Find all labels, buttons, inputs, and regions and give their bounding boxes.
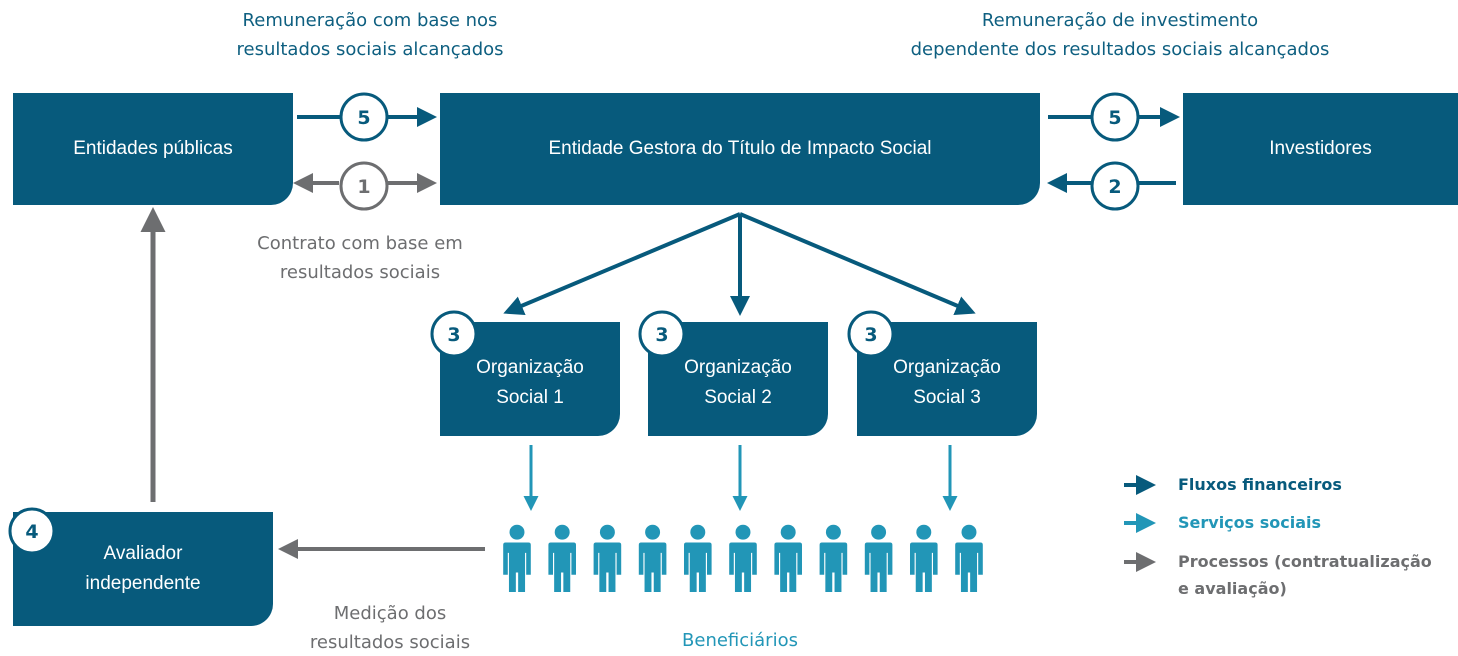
legend-services-label: Serviços sociais bbox=[1178, 513, 1322, 532]
investors-label: Investidores bbox=[1269, 138, 1372, 159]
social-org-2-box: Organização Social 2 bbox=[648, 322, 828, 436]
caption-measurement-line2: resultados sociais bbox=[309, 632, 471, 653]
social-org-1-label-line2: Social 1 bbox=[496, 387, 564, 408]
step-1-contract-badge: 1 bbox=[339, 161, 389, 211]
caption-measurement-line1: Medição dos bbox=[333, 603, 447, 624]
caption-remuneration-investment: Remuneração de investimento dependente d… bbox=[850, 6, 1390, 64]
legend-financial-label: Fluxos financeiros bbox=[1178, 475, 1342, 494]
social-org-2-label-line1: Organização bbox=[684, 357, 792, 378]
step-5-investors-badge: 5 bbox=[1090, 92, 1140, 142]
caption-contract-line1: Contrato com base em bbox=[257, 233, 463, 254]
arrow-to-org1 bbox=[503, 212, 741, 316]
beneficiary-person-icon bbox=[593, 524, 622, 592]
beneficiary-person-icon bbox=[548, 524, 576, 592]
caption-measurement: Medição dos resultados sociais bbox=[275, 599, 505, 656]
step-2-invest-badge: 2 bbox=[1090, 161, 1140, 211]
beneficiary-person-icon bbox=[819, 524, 848, 592]
social-org-1-box: Organização Social 1 bbox=[440, 322, 620, 436]
caption-remuneration-results: Remuneração com base nos resultados soci… bbox=[205, 6, 535, 64]
social-org-3-box: Organização Social 3 bbox=[857, 322, 1037, 436]
beneficiary-person-icon bbox=[910, 524, 938, 592]
investors-box: Investidores bbox=[1183, 93, 1458, 205]
social-org-3-label-line2: Social 3 bbox=[913, 387, 981, 408]
caption-remuneration-results-line2: resultados sociais alcançados bbox=[236, 39, 504, 60]
social-org-1-label-line1: Organização bbox=[476, 357, 584, 378]
legend-process-label-line2: e avaliação) bbox=[1178, 579, 1287, 598]
management-entity-label: Entidade Gestora do Título de Impacto So… bbox=[548, 138, 932, 159]
svg-text:2: 2 bbox=[1108, 176, 1121, 198]
svg-text:5: 5 bbox=[1108, 107, 1121, 129]
beneficiary-person-icon bbox=[684, 524, 712, 592]
management-entity-box: Entidade Gestora do Título de Impacto So… bbox=[440, 93, 1040, 205]
beneficiary-person-icon bbox=[774, 524, 802, 592]
public-entities-label: Entidades públicas bbox=[73, 138, 233, 159]
caption-remuneration-investment-line1: Remuneração de investimento bbox=[981, 10, 1259, 31]
beneficiary-person-icon bbox=[955, 524, 983, 592]
legend-process-label: Processos (contratualização bbox=[1178, 552, 1432, 571]
caption-remuneration-investment-line2: dependente dos resultados sociais alcanç… bbox=[910, 39, 1330, 60]
step-5-public-badge: 5 bbox=[339, 92, 389, 142]
evaluator-label-line2: independente bbox=[85, 573, 201, 594]
beneficiary-person-icon bbox=[638, 524, 667, 592]
svg-text:1: 1 bbox=[357, 176, 370, 198]
caption-contract: Contrato com base em resultados sociais bbox=[225, 229, 495, 287]
social-org-2-label-line2: Social 2 bbox=[704, 387, 772, 408]
beneficiaries-group bbox=[503, 524, 983, 592]
evaluator-label-line1: Avaliador bbox=[103, 543, 183, 564]
public-entities-box: Entidades públicas bbox=[13, 93, 293, 205]
beneficiary-person-icon bbox=[729, 524, 757, 592]
svg-text:5: 5 bbox=[357, 107, 370, 129]
legend-arrows bbox=[1124, 475, 1156, 572]
beneficiary-person-icon bbox=[503, 524, 531, 592]
beneficiary-person-icon bbox=[864, 524, 893, 592]
caption-remuneration-results-line1: Remuneração com base nos bbox=[242, 10, 498, 31]
arrow-to-org3 bbox=[739, 212, 976, 315]
evaluator-box: Avaliador independente bbox=[13, 512, 273, 626]
social-org-3-label-line1: Organização bbox=[893, 357, 1001, 378]
caption-contract-line2: resultados sociais bbox=[279, 262, 441, 283]
caption-beneficiaries: Beneficiários bbox=[682, 630, 798, 651]
